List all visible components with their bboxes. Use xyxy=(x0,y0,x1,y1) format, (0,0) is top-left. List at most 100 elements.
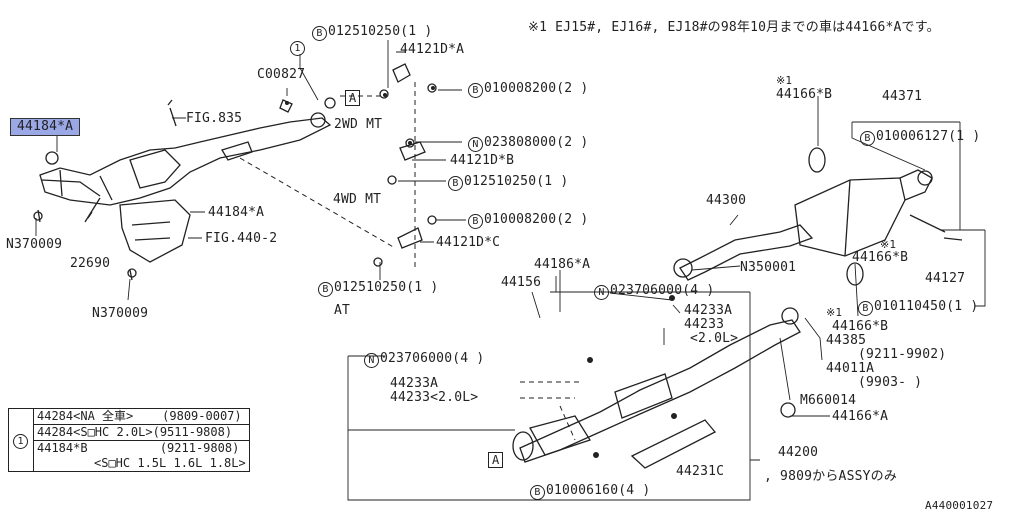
part-label: 023706000(4 ) xyxy=(380,351,485,366)
b-icon: B xyxy=(860,131,875,146)
part-label: 010110450(1 ) xyxy=(874,299,979,314)
circle-1-marker: 1 xyxy=(290,40,306,56)
table-row: <S□HC 1.5L 1.6L 1.8L> xyxy=(9,456,250,472)
part-44233A-b[interactable]: 44233A xyxy=(390,376,439,391)
variant-at: AT xyxy=(334,303,351,318)
part-44231C[interactable]: 44231C xyxy=(676,464,725,479)
variant-4wd-mt: 4WD MT xyxy=(333,192,382,207)
rear-pipe xyxy=(679,224,814,281)
part-label: 010006127(1 ) xyxy=(876,129,981,144)
circle-1-icon: 1 xyxy=(290,41,305,56)
part-n350001[interactable]: N350001 xyxy=(740,260,797,275)
front-manifold xyxy=(39,117,332,206)
circle-1-icon: 1 xyxy=(13,433,28,449)
lower-manifold xyxy=(119,199,191,263)
table-row: 1 44284<NA 全車> (9809-0007) xyxy=(8,408,250,472)
table-cell: 44284<NA 全車> (9809-0007) xyxy=(33,408,250,425)
table-range: (9809-0007) xyxy=(162,409,242,423)
revision-table: 1 44284<NA 全車> (9809-0007) 44284<S□HC 2.… xyxy=(8,408,250,472)
part-44166A[interactable]: 44166*A xyxy=(832,409,889,424)
box-a-icon: A xyxy=(488,452,504,468)
part-44166B-b[interactable]: 44166*B xyxy=(852,250,909,265)
part-44011A[interactable]: 44011A xyxy=(826,361,875,376)
table-row: 44184*B (9211-9808) xyxy=(9,440,250,456)
part-c00827[interactable]: C00827 xyxy=(257,67,306,82)
fig-440-2-link[interactable]: FIG.440-2 xyxy=(205,231,278,246)
part-label: 012510250(1 ) xyxy=(334,280,439,295)
part-label: 012510250(1 ) xyxy=(328,24,433,39)
part-44166B-a[interactable]: 44166*B xyxy=(776,87,833,102)
part-44166B-c[interactable]: 44166*B xyxy=(832,319,889,334)
table-range: (9511-9808) xyxy=(152,425,233,439)
part-label: 010008200(2 ) xyxy=(484,81,589,96)
part-44233-a[interactable]: 44233 xyxy=(684,317,725,332)
note-x1-c: ※1 xyxy=(826,306,843,319)
range-9211-9902: (9211-9902) xyxy=(858,347,947,362)
fig-835-link[interactable]: FIG.835 xyxy=(186,111,243,126)
note-x1-a: ※1 xyxy=(776,74,793,87)
part-44121DC[interactable]: 44121D*C xyxy=(436,235,501,250)
table-part: 44284<S□HC 2.0L> xyxy=(37,425,153,439)
box-a-marker-bottom: A xyxy=(488,452,504,468)
highlighted-part-44184A[interactable]: 44184*A xyxy=(10,118,81,136)
part-44385[interactable]: 44385 xyxy=(826,333,867,348)
note-x1-b: ※1 xyxy=(880,238,897,251)
table-part: <S□HC 1.5L 1.6L 1.8L> xyxy=(94,456,246,470)
part-label: 012510250(1 ) xyxy=(464,174,569,189)
part-n370009-b[interactable]: N370009 xyxy=(92,306,149,321)
part-m660014[interactable]: M660014 xyxy=(800,393,857,408)
muffler xyxy=(794,177,906,257)
n-icon: N xyxy=(594,285,609,300)
part-22690[interactable]: 22690 xyxy=(70,256,111,271)
range-9903: (9903- ) xyxy=(858,375,923,390)
part-44233-20L[interactable]: 44233<2.0L> xyxy=(390,390,479,405)
part-44186A[interactable]: 44186*A xyxy=(534,257,591,272)
variant-20L-a: <2.0L> xyxy=(690,331,739,346)
part-44300[interactable]: 44300 xyxy=(706,193,747,208)
part-label: 010006160(4 ) xyxy=(546,483,651,498)
part-44371[interactable]: 44371 xyxy=(882,89,923,104)
header-note: ※1 EJ15#, EJ16#, EJ18#の98年10月までの車は44166*… xyxy=(528,20,940,35)
table-range: (9211-9808) xyxy=(159,441,240,455)
b-icon: B xyxy=(448,176,463,191)
box-a-marker-top: A xyxy=(345,90,361,106)
part-44127[interactable]: 44127 xyxy=(925,271,966,286)
b-icon: B xyxy=(468,83,483,98)
part-label: 023706000(4 ) xyxy=(610,283,715,298)
b-icon: B xyxy=(318,282,333,297)
part-n370009-a[interactable]: N370009 xyxy=(6,237,63,252)
part-44121DB[interactable]: 44121D*B xyxy=(450,153,515,168)
table-key: 1 xyxy=(8,408,34,472)
table-part: 44184*B xyxy=(37,441,88,455)
table-cell: 44284<S□HC 2.0L>(9511-9808) xyxy=(33,424,250,441)
diagram-id: A440001027 xyxy=(925,499,994,512)
table-cell: 44184*B (9211-9808) xyxy=(33,440,250,456)
b-icon: B xyxy=(468,214,483,229)
center-pipe xyxy=(519,319,801,463)
table-part: 44284<NA 全車> xyxy=(37,409,134,423)
b-icon: B xyxy=(858,301,873,316)
table-row: 44284<S□HC 2.0L>(9511-9808) xyxy=(9,424,250,441)
part-44156[interactable]: 44156 xyxy=(501,275,542,290)
part-label: 023808000(2 ) xyxy=(484,135,589,150)
part-44233A-a[interactable]: 44233A xyxy=(684,303,733,318)
n-icon: N xyxy=(364,353,379,368)
part-44200[interactable]: 44200 xyxy=(778,445,819,460)
part-44121DA[interactable]: 44121D*A xyxy=(400,42,465,57)
part-44184A-b[interactable]: 44184*A xyxy=(208,205,265,220)
table-cell: <S□HC 1.5L 1.6L 1.8L> xyxy=(33,456,250,472)
b-icon: B xyxy=(530,485,545,500)
